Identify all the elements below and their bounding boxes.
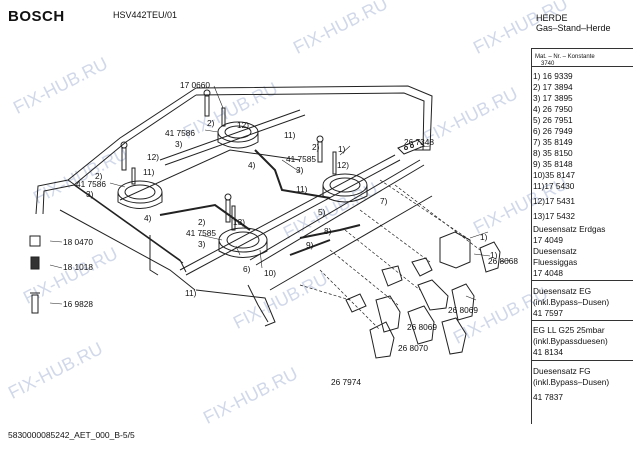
legend-fg-title: Duesensatz FG [533, 366, 591, 376]
callout-label: 11) [284, 130, 296, 140]
callout-label: 9) [306, 240, 314, 250]
callout-label: 41 7585 [286, 154, 316, 164]
small-parts-left [29, 235, 41, 314]
legend-divider [531, 280, 633, 281]
callout-label: 18 1018 [63, 262, 93, 272]
callout-label: 3) [198, 239, 206, 249]
callout-label: 26 7974 [331, 377, 361, 387]
part-entry: 1) 16 9339 [533, 71, 573, 81]
legend-divider [531, 66, 633, 67]
callout-label: 17 0660 [180, 80, 210, 90]
callout-label: 2) [95, 171, 103, 181]
callout-label: 7) [380, 196, 388, 206]
callout-leaders [49, 85, 511, 305]
legend-eg-number: 41 7597 [533, 308, 563, 318]
legend-fluessig-subtitle: Fluessiggas [533, 257, 578, 267]
legend-egll-title: EG LL G25 25mbar [533, 325, 605, 335]
callout-label: 26 8070 [398, 343, 428, 353]
legend-fluessig-number: 17 4048 [533, 268, 563, 278]
part-entry: 5) 26 7951 [533, 115, 573, 125]
legend-egll-number: 41 8134 [533, 347, 563, 357]
callout-label: 3) [296, 165, 304, 175]
part-entry: 8) 35 8150 [533, 148, 573, 158]
gas-pipes [149, 149, 361, 323]
legend-fluessig-title: Duesensatz [533, 246, 577, 256]
mat-nr-label: Mat. – Nr. – Konstante [535, 54, 595, 60]
leader-lines [299, 179, 481, 331]
callout-label: 26 8069 [407, 322, 437, 332]
callout-label: 18 0470 [63, 237, 93, 247]
callout-label: 5) [318, 207, 326, 217]
callout-label: 41 7586 [76, 179, 106, 189]
callout-label: 13) [233, 217, 245, 227]
mat-nr-constant: 3740 [541, 61, 555, 67]
callout-label: 2) [312, 142, 320, 152]
callout-label: 4) [248, 160, 256, 170]
legend-fg-number: 41 7837 [533, 392, 563, 402]
callout-label: 26 8069 [448, 305, 478, 315]
part-entry: 11)17 5430 [533, 181, 575, 191]
legend-erdgas-title: Duesensatz Erdgas [533, 224, 606, 234]
part-entry: 3) 17 3895 [533, 93, 573, 103]
nozzle-fittings [345, 231, 501, 359]
title-line-2: Gas–Stand–Herde [536, 23, 611, 33]
legend-egll-subtitle: (inkl.Bypassduesen) [533, 336, 608, 346]
callout-label: 6) [243, 264, 251, 274]
callout-label: 2) [198, 217, 206, 227]
igniter-block [397, 139, 425, 155]
burner-front-right [218, 205, 268, 258]
callout-label: 10) [264, 268, 276, 278]
part-entry: 7) 35 8149 [533, 137, 573, 147]
part-entry: 13)17 5432 [533, 211, 575, 221]
legend-eg-subtitle: (inkl.Bypass–Dusen) [533, 297, 610, 307]
burner-rear-right [322, 151, 368, 203]
legend-divider [531, 320, 633, 321]
parts-legend-box [531, 48, 634, 424]
part-entry: 6) 26 7949 [533, 126, 573, 136]
model-number: HSV442TEU/01 [113, 10, 178, 20]
callout-label: 11) [296, 184, 308, 194]
legend-divider [531, 360, 633, 361]
callout-label: 8) [324, 226, 332, 236]
mat-nr-header: Mat. – Nr. – Konstante 3740 [535, 54, 595, 68]
legend-erdgas-number: 17 4049 [533, 235, 563, 245]
callout-label: 12) [147, 152, 159, 162]
part-entry: 10)35 8147 [533, 170, 575, 180]
callout-label: 4) [144, 213, 152, 223]
callout-label: 26 7348 [404, 137, 434, 147]
burner-front-left [117, 167, 163, 209]
callout-label: 2) [207, 118, 215, 128]
callout-label: 3) [86, 189, 94, 199]
callout-label: 16 9828 [63, 299, 93, 309]
part-entry: 4) 26 7950 [533, 104, 573, 114]
callout-label: 1) [480, 232, 488, 242]
title-line-1: HERDE [536, 13, 568, 23]
callout-label: 1) [338, 144, 346, 154]
callout-label: 12) [337, 160, 349, 170]
ignition-electrodes [120, 89, 324, 223]
legend-fg-subtitle: (inkl.Bypass–Dusen) [533, 377, 610, 387]
callout-label: 41 7586 [165, 128, 195, 138]
callout-label: 1) [490, 250, 498, 260]
callout-label: 12) [237, 120, 249, 130]
callout-label: 11) [185, 288, 197, 298]
brand-logo: BOSCH [8, 8, 65, 25]
callout-label: 26 8068 [488, 256, 518, 266]
part-entry: 12)17 5431 [533, 196, 575, 206]
document-id: 5830000085242_AET_000_B-5/5 [8, 430, 135, 440]
legend-eg-title: Duesensatz EG [533, 286, 592, 296]
part-entry: 9) 35 8148 [533, 159, 573, 169]
callout-label: 11) [143, 167, 155, 177]
callout-label: 3) [175, 139, 183, 149]
legend-divider [531, 48, 633, 49]
callout-label: 41 7585 [186, 228, 216, 238]
part-entry: 2) 17 3894 [533, 82, 573, 92]
burner-frame [35, 85, 433, 327]
